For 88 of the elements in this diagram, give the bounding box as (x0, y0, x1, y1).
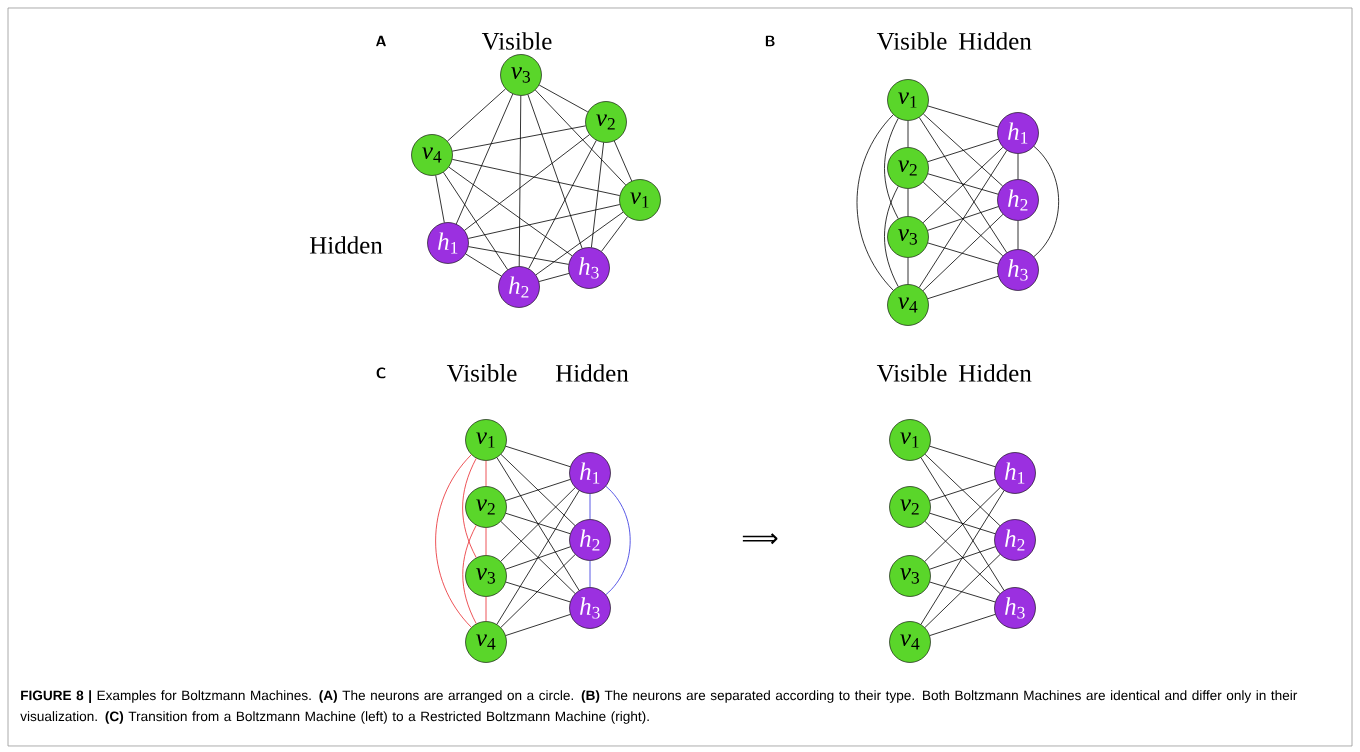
connection-line (884, 117, 899, 219)
connection-line (528, 140, 597, 269)
connection-line (922, 213, 1004, 292)
layer-label: Visible (481, 32, 552, 50)
implies-arrow: ⟹ (742, 533, 778, 545)
layer-label: Visible (446, 364, 517, 382)
connection-line (452, 125, 586, 152)
connection-line (505, 445, 571, 468)
connection-line (922, 181, 1004, 257)
connection-line (1033, 145, 1060, 257)
connection-line (920, 490, 1005, 625)
connection-line (505, 546, 571, 570)
connection-line (505, 512, 571, 535)
connection-line (924, 521, 1001, 594)
connection-line (496, 457, 580, 591)
panel-letter: A (376, 35, 386, 47)
connection-line (907, 188, 909, 217)
connection-line (505, 581, 571, 603)
connection-line (605, 485, 631, 595)
connection-line (613, 140, 633, 182)
connection-line (927, 275, 999, 300)
layer-label: Hidden (555, 364, 629, 382)
connection-line (929, 479, 996, 501)
connection-line (918, 150, 1008, 288)
connection-line (920, 457, 1005, 591)
connection-line (443, 171, 508, 270)
connection-line (518, 95, 522, 267)
connection-line (464, 134, 590, 231)
layer-label: Hidden (958, 364, 1032, 382)
connection-line (451, 159, 621, 196)
connection-line (589, 560, 591, 588)
connection-line (591, 142, 604, 248)
connection-line (927, 105, 999, 128)
connection-line (907, 257, 909, 285)
connection-line (467, 204, 621, 239)
connection-line (1017, 220, 1019, 250)
panel-letter: B (765, 35, 775, 47)
connection-line (485, 460, 487, 487)
connection-line (924, 554, 1001, 628)
connection-line (500, 521, 576, 594)
caption: FIGURE 8 | Examples for Boltzmann Machines. (A) The neurons are arranged on a circle. (B) The neurons are separated according to their type. Both Boltzmann Machines are identical and differ only in their visualization. (C) Transition from a Boltzmann Machine (left) to a Restricted Boltzmann Machine (right). (20, 690, 1298, 724)
connection-line (929, 581, 996, 603)
connection-line (500, 454, 576, 526)
connection-line (538, 84, 589, 113)
connection-line (435, 454, 472, 628)
connection-line (927, 206, 999, 231)
connection-line (922, 146, 1004, 224)
connection-line (455, 93, 514, 225)
connection-line (500, 487, 576, 562)
connection-line (485, 527, 487, 556)
connection-line (1017, 153, 1019, 180)
layer-label: Hidden (309, 236, 383, 254)
connection-line (927, 242, 999, 265)
connection-line (435, 175, 445, 223)
connection-line (465, 253, 502, 277)
connection-line (447, 88, 506, 142)
connection-line (924, 487, 1001, 562)
layer-label: Visible (876, 364, 947, 382)
connection-line (907, 120, 909, 148)
connection-line (884, 185, 899, 287)
connection-line (918, 117, 1008, 253)
connection-line (589, 493, 591, 520)
connection-line (927, 173, 999, 195)
connection-line (505, 614, 571, 636)
layer-label: Visible (876, 32, 947, 50)
connection-line (462, 457, 477, 558)
layer-label: Hidden (958, 32, 1032, 50)
connection-line (485, 596, 487, 622)
connection-line (929, 445, 996, 468)
connection-line (448, 166, 573, 257)
connection-line (534, 89, 627, 186)
panel-letter: C (376, 367, 386, 379)
connection-line (929, 614, 996, 636)
connection-line (923, 113, 1003, 187)
connection-line (927, 138, 999, 163)
connection-line (496, 490, 580, 625)
connection-line (601, 216, 628, 252)
connection-line (535, 211, 624, 276)
connection-line (538, 273, 570, 282)
connection-line (468, 246, 569, 265)
connection-line (929, 512, 996, 535)
connection-line (462, 524, 477, 624)
connection-line (856, 114, 894, 291)
connection-line (924, 453, 1001, 527)
connection-line (929, 546, 996, 570)
connection-line (527, 94, 583, 249)
connection-line (500, 554, 576, 628)
connection-line (505, 479, 571, 501)
